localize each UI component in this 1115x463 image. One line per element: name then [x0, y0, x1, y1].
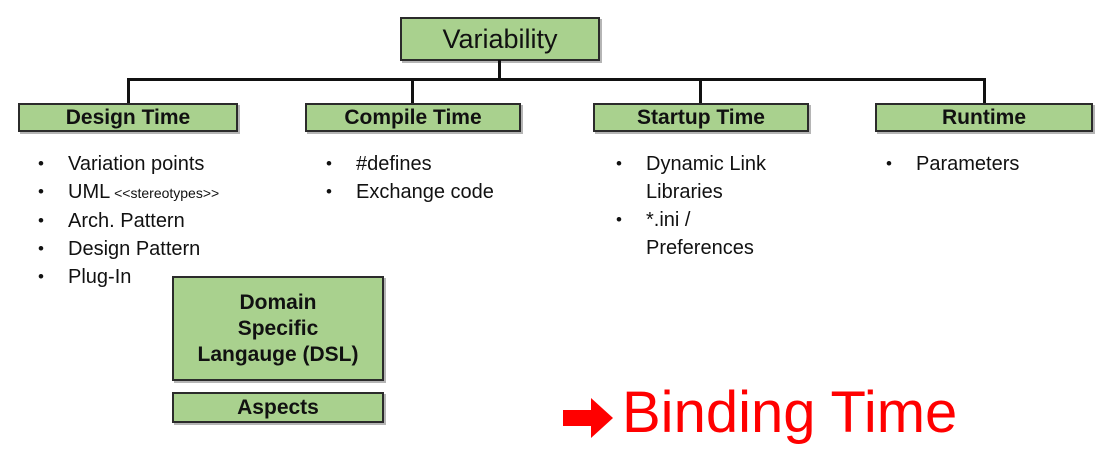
compile-time-list: • #defines • Exchange code: [322, 150, 562, 206]
dsl-box-label: Domain Specific Langauge (DSL): [197, 290, 359, 366]
list-item: • *.ini / Preferences: [612, 206, 800, 262]
list-item-text: *.ini / Preferences: [646, 209, 754, 259]
runtime-list: • Parameters: [882, 150, 1102, 178]
connector-drop-startup-time: [699, 80, 702, 103]
header-box-compile-time: Compile Time: [305, 103, 521, 132]
header-label-startup-time: Startup Time: [637, 105, 765, 129]
dsl-box: Domain Specific Langauge (DSL): [172, 276, 384, 381]
list-item: • Design Pattern: [34, 235, 304, 263]
header-label-design-time: Design Time: [65, 105, 191, 129]
list-item-text: Arch. Pattern: [68, 210, 185, 232]
connector-root-stem: [498, 60, 501, 80]
list-item-text: Plug-In: [68, 266, 132, 288]
bullet-icon: •: [326, 182, 332, 201]
connector-drop-compile-time: [411, 80, 414, 103]
header-label-compile-time: Compile Time: [344, 105, 482, 129]
header-label-runtime: Runtime: [942, 105, 1026, 129]
list-item-text: Exchange code: [356, 181, 494, 203]
bullet-icon: •: [326, 154, 332, 173]
list-item: • Arch. Pattern: [34, 207, 304, 235]
bullet-icon: •: [616, 154, 622, 173]
connector-drop-design-time: [127, 80, 130, 103]
bullet-icon: •: [616, 210, 622, 229]
bullet-icon: •: [38, 239, 44, 258]
list-item-text: Parameters: [916, 153, 1020, 175]
list-item: • Exchange code: [322, 178, 562, 206]
arrow-right-icon: [563, 410, 591, 426]
list-item: • #defines: [322, 150, 562, 178]
connector-horizontal-rail: [127, 78, 986, 81]
list-item: • Parameters: [882, 150, 1102, 178]
list-item: • UML <<stereotypes>>: [34, 178, 304, 207]
list-item-text: Variation points: [68, 153, 205, 175]
binding-time-label: Binding Time: [622, 380, 958, 445]
bullet-icon: •: [38, 154, 44, 173]
list-item-text: #defines: [356, 153, 432, 175]
bullet-icon: •: [38, 182, 44, 201]
list-item-text: Dynamic Link Libraries: [646, 153, 767, 203]
arrow-right-icon-head: [591, 398, 613, 438]
list-item: • Dynamic Link Libraries: [612, 150, 800, 206]
bullet-icon: •: [38, 211, 44, 230]
header-box-runtime: Runtime: [875, 103, 1093, 132]
variability-root-box: Variability: [400, 17, 600, 61]
header-box-design-time: Design Time: [18, 103, 238, 132]
design-time-list: • Variation points • UML <<stereotypes>> • Ar…: [34, 150, 304, 291]
startup-time-list: • Dynamic Link Libraries • *.ini / Preferen…: [612, 150, 800, 262]
bullet-icon: •: [886, 154, 892, 173]
list-item: • Variation points: [34, 150, 304, 178]
list-item-text: Design Pattern: [68, 238, 201, 260]
root-box-label: Variability: [442, 23, 558, 54]
list-item-small-text: <<stereotypes>>: [110, 185, 220, 201]
aspects-box: Aspects: [172, 392, 384, 423]
header-box-startup-time: Startup Time: [593, 103, 809, 132]
bullet-icon: •: [38, 267, 44, 286]
list-item-text: UML <<stereotypes>>: [68, 181, 220, 203]
aspects-box-label: Aspects: [237, 395, 319, 419]
connector-drop-runtime: [983, 80, 986, 103]
list-item: • Plug-In: [34, 263, 304, 291]
